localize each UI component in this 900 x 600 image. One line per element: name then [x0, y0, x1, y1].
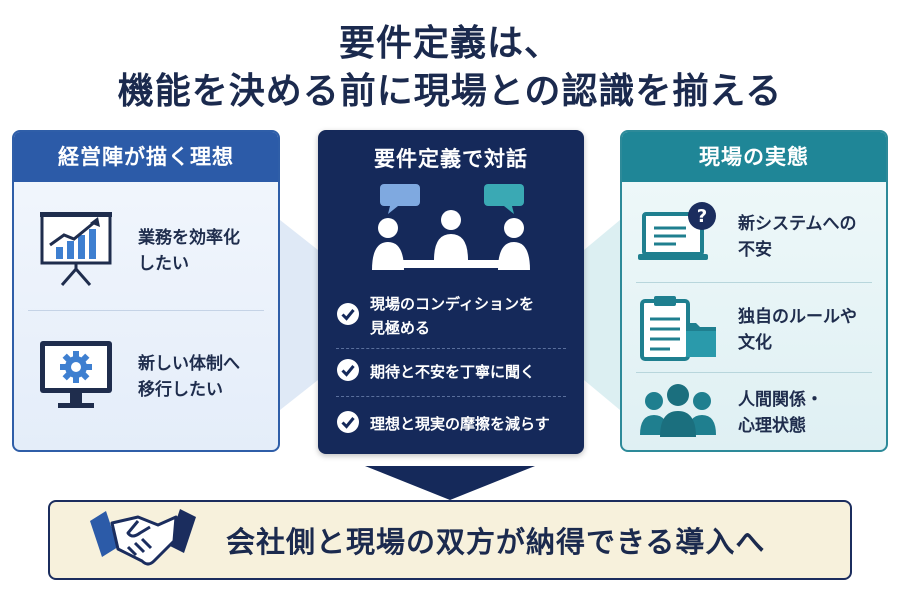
ideal-item-new-structure: 新しい体制へ 移行したい [14, 322, 278, 432]
left-separator [28, 310, 264, 311]
down-arrow-icon [365, 466, 535, 500]
requirements-dialogue-panel: 要件定義で対話 現場のコンディションを 見極める [318, 130, 584, 454]
meeting-dialogue-icon [358, 182, 544, 286]
laptop-question-icon: ? [636, 200, 720, 274]
ideal-item-new-structure-text: 新しい体制へ 移行したい [138, 354, 240, 400]
field-reality-heading: 現場の実態 [622, 132, 886, 182]
dialogue-item-friction-text: 理想と現実の摩擦を減らす [370, 415, 550, 433]
clipboard-folder-icon [636, 293, 720, 367]
reality-item-rules: 独自のルールや 文化 [622, 286, 886, 374]
dialogue-item-condition: 現場のコンディションを 見極める [336, 292, 570, 340]
reality-item-relations: 人間関係・ 心理状態 [622, 376, 886, 450]
dialogue-item-condition-text: 現場のコンディションを 見極める [370, 295, 534, 337]
center-separator [336, 396, 566, 397]
result-banner: 会社側と現場の双方が納得できる導入へ [48, 500, 852, 580]
reality-item-relations-text: 人間関係・ 心理状態 [738, 390, 823, 436]
title-line-2: 機能を決める前に現場との認識を揃える [117, 71, 783, 112]
ideal-item-efficiency-text: 業務を効率化 したい [138, 228, 240, 274]
title-line-1: 要件定義は、 [338, 23, 561, 64]
result-banner-text: 会社側と現場の双方が納得できる導入へ [226, 525, 766, 559]
reality-item-anxiety-text: 新システムへの 不安 [738, 214, 857, 260]
svg-text:?: ? [697, 206, 707, 227]
people-group-icon [636, 381, 720, 445]
reality-item-anxiety: ? 新システムへの 不安 [622, 192, 886, 282]
check-circle-icon [336, 302, 360, 330]
requirements-dialogue-heading: 要件定義で対話 [374, 147, 528, 171]
management-ideal-heading: 経営陣が描く理想 [14, 132, 278, 182]
right-separator [636, 282, 872, 283]
dialogue-item-listen: 期待と不安を丁寧に聞く [336, 358, 570, 386]
monitor-gear-icon [36, 335, 116, 419]
check-circle-icon [336, 358, 360, 386]
reality-item-rules-text: 独自のルールや 文化 [738, 307, 857, 353]
center-separator [336, 348, 566, 349]
right-separator [636, 372, 872, 373]
check-circle-icon [336, 410, 360, 438]
presentation-chart-icon [36, 209, 116, 293]
dialogue-item-listen-text: 期待と不安を丁寧に聞く [370, 363, 536, 381]
field-reality-panel: 現場の実態 ? 新システムへの 不安 [620, 130, 888, 452]
handshake-icon [88, 507, 198, 573]
dialogue-item-friction: 理想と現実の摩擦を減らす [336, 410, 570, 438]
ideal-item-efficiency: 業務を効率化 したい [14, 196, 278, 306]
management-ideal-panel: 経営陣が描く理想 業務を効率化 したい [12, 130, 280, 452]
